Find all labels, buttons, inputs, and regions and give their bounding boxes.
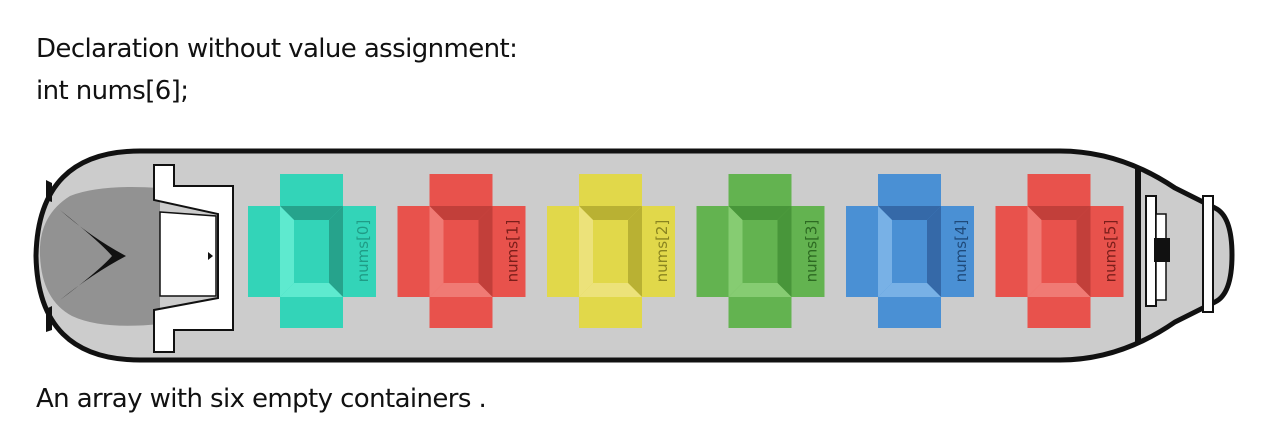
- container-bevel-bottom: [728, 283, 792, 297]
- cabin-chevron: [60, 210, 126, 300]
- container-bevel-top: [1027, 206, 1091, 220]
- container-bevel-top: [429, 206, 493, 220]
- container-bevel-right: [628, 206, 642, 297]
- container-floor: [1041, 220, 1077, 283]
- container-label: nums[1]: [504, 220, 522, 283]
- container-4: nums[4]: [846, 174, 974, 328]
- propeller-bottom: [46, 306, 52, 332]
- container-floor: [742, 220, 778, 283]
- container-3: nums[3]: [696, 174, 825, 328]
- container-bevel-left: [429, 206, 444, 297]
- container-bevel-right: [777, 206, 792, 297]
- container-1: nums[1]: [397, 174, 526, 328]
- container-bevel-right: [478, 206, 493, 297]
- title-line-1: Declaration without value assignment:: [36, 34, 518, 64]
- container-floor: [892, 220, 927, 283]
- containers-group: nums[0] nums[1] nums[2] nums[3] nums[4] nums[…: [248, 174, 1124, 328]
- caption: An array with six empty containers .: [36, 384, 487, 414]
- title-line-2: int nums[6];: [36, 76, 189, 106]
- container-2: nums[2]: [547, 174, 675, 328]
- propeller-top: [46, 180, 52, 202]
- container-bevel-right: [927, 206, 941, 297]
- bridge: [153, 164, 234, 353]
- container-bevel-bottom: [429, 283, 493, 297]
- container-bevel-top: [579, 206, 642, 220]
- container-label: nums[5]: [1102, 220, 1120, 283]
- container-label: nums[0]: [354, 220, 372, 283]
- container-bevel-left: [1027, 206, 1042, 297]
- container-5: nums[5]: [995, 174, 1124, 328]
- container-bevel-bottom: [878, 283, 941, 297]
- container-bevel-left: [728, 206, 743, 297]
- container-bevel-top: [728, 206, 792, 220]
- container-label: nums[3]: [803, 220, 821, 283]
- container-bevel-top: [280, 206, 343, 220]
- bridge-door-marker-icon: [208, 252, 213, 260]
- stern-deck-right: [1202, 195, 1214, 313]
- container-label: nums[2]: [653, 220, 671, 283]
- container-bevel-left: [280, 206, 294, 297]
- stern-bollard-knob: [1154, 238, 1170, 262]
- container-bevel-bottom: [280, 283, 343, 297]
- container-bevel-top: [878, 206, 941, 220]
- container-bevel-right: [1076, 206, 1091, 297]
- container-floor: [593, 220, 628, 283]
- container-floor: [294, 220, 329, 283]
- container-bevel-bottom: [1027, 283, 1091, 297]
- stern-divider: [1135, 168, 1141, 342]
- cabin-shade: [39, 187, 160, 326]
- container-label: nums[4]: [952, 220, 970, 283]
- container-bevel-left: [878, 206, 892, 297]
- container-bevel-bottom: [579, 283, 642, 297]
- bridge-window: [159, 211, 217, 297]
- container-bevel-right: [329, 206, 343, 297]
- container-bevel-left: [579, 206, 593, 297]
- container-0: nums[0]: [248, 174, 376, 328]
- container-floor: [443, 220, 479, 283]
